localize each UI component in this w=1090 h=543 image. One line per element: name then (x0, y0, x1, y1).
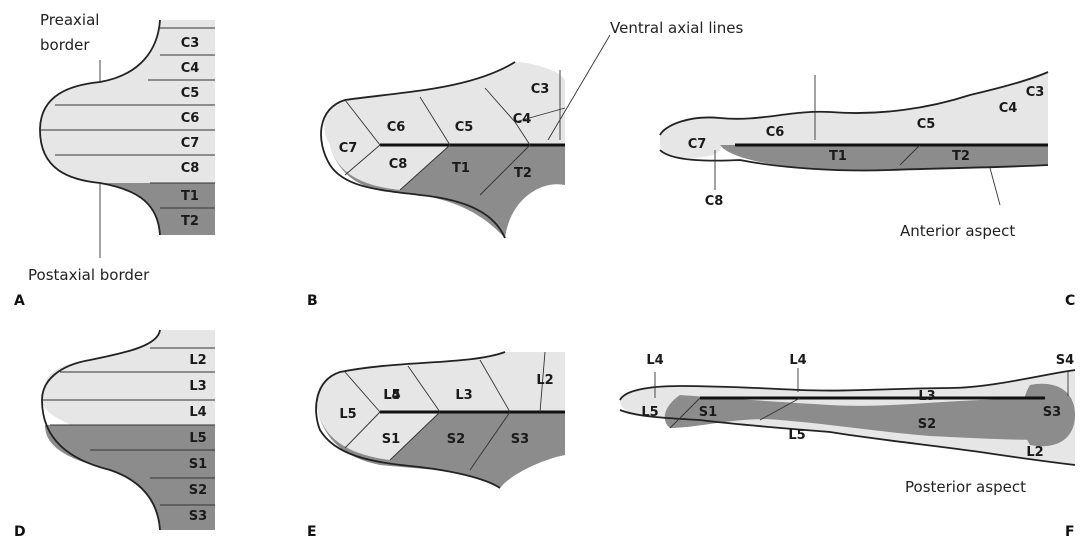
segment-label: C6 (387, 120, 406, 135)
segment-label: S3 (1043, 405, 1061, 420)
segment-label: L2 (189, 353, 206, 368)
segment-label: L5 (339, 407, 356, 422)
segment-label: T1 (181, 189, 199, 204)
segment-label: L3 (189, 379, 206, 394)
panel-letter-c: C (1065, 293, 1075, 309)
panel-d: L2 L3 L4 L5 S1 S2 S3 D (14, 330, 215, 540)
segment-label: C8 (181, 161, 200, 176)
segment-label: L4 (189, 405, 206, 420)
segment-label: L3 (455, 388, 472, 403)
panel-letter-e: E (307, 524, 317, 540)
panel-a: C3 C4 C5 C6 C7 C8 T1 T2 Preaxial border … (14, 11, 215, 309)
preaxial-label: Preaxial (40, 11, 99, 29)
segment-label: L2 (536, 373, 553, 388)
segment-label: T2 (181, 214, 199, 229)
segment-label: S2 (918, 417, 936, 432)
segment-label: L5 (189, 431, 206, 446)
panel-c: C3 C4 C5 C6 C7 C8 T1 T2 Anterior aspect … (660, 72, 1075, 309)
segment-label: L4 (789, 353, 806, 368)
segment-label: S1 (189, 457, 207, 472)
segment-label: T2 (952, 149, 970, 164)
segment-label: S3 (511, 432, 529, 447)
segment-label: C4 (513, 112, 532, 127)
segment-label: C8 (389, 157, 408, 172)
segment-label: L5 (641, 405, 658, 420)
segment-label: C3 (181, 36, 200, 51)
segment-label: C6 (181, 111, 200, 126)
preaxial-label-2: border (40, 36, 90, 54)
segment-label: C7 (339, 141, 358, 156)
segment-label: C5 (181, 86, 200, 101)
segment-label: C3 (1026, 85, 1045, 100)
segment-label: C4 (999, 101, 1018, 116)
segment-label: C8 (705, 194, 724, 209)
segment-label: S1 (699, 405, 717, 420)
segment-label: L3 (918, 389, 935, 404)
panel-letter-a: A (14, 293, 25, 309)
posterior-aspect-label: Posterior aspect (905, 478, 1026, 496)
ventral-axial-lines-callout: Ventral axial lines (610, 19, 743, 37)
segment-label: L5 (788, 428, 805, 443)
segment-label: C5 (455, 120, 474, 135)
segment-label: T1 (452, 161, 470, 176)
panel-e: L5 L2 L3 L4 L5 S1 S2 S3 E (307, 352, 565, 540)
segment-label: C3 (531, 82, 550, 97)
segment-label: C7 (181, 136, 200, 151)
panel-letter-d: D (14, 524, 26, 540)
segment-label: T1 (829, 149, 847, 164)
segment-label: L2 (1026, 445, 1043, 460)
segment-label: S2 (447, 432, 465, 447)
panel-letter-b: B (307, 293, 318, 309)
segment-label: L4 (383, 388, 400, 403)
segment-label: C6 (766, 125, 785, 140)
segment-label: C4 (181, 61, 200, 76)
segment-label: S3 (189, 509, 207, 524)
postaxial-label: Postaxial border (28, 266, 150, 284)
panel-b: C3 C4 C5 C6 C7 C8 T1 T2 Ventral axial li… (307, 19, 743, 309)
segment-label: C5 (917, 117, 936, 132)
anterior-aspect-label: Anterior aspect (900, 222, 1015, 240)
segment-label: L4 (646, 353, 663, 368)
panel-f: L4 L4 S4 L5 S1 L3 S2 S3 L5 L2 Posterior … (620, 353, 1075, 540)
segment-label: C7 (688, 137, 707, 152)
segment-label: S4 (1056, 353, 1074, 368)
panel-letter-f: F (1065, 524, 1075, 540)
segment-label: S1 (382, 432, 400, 447)
segment-label: S2 (189, 483, 207, 498)
segment-label: T2 (514, 166, 532, 181)
